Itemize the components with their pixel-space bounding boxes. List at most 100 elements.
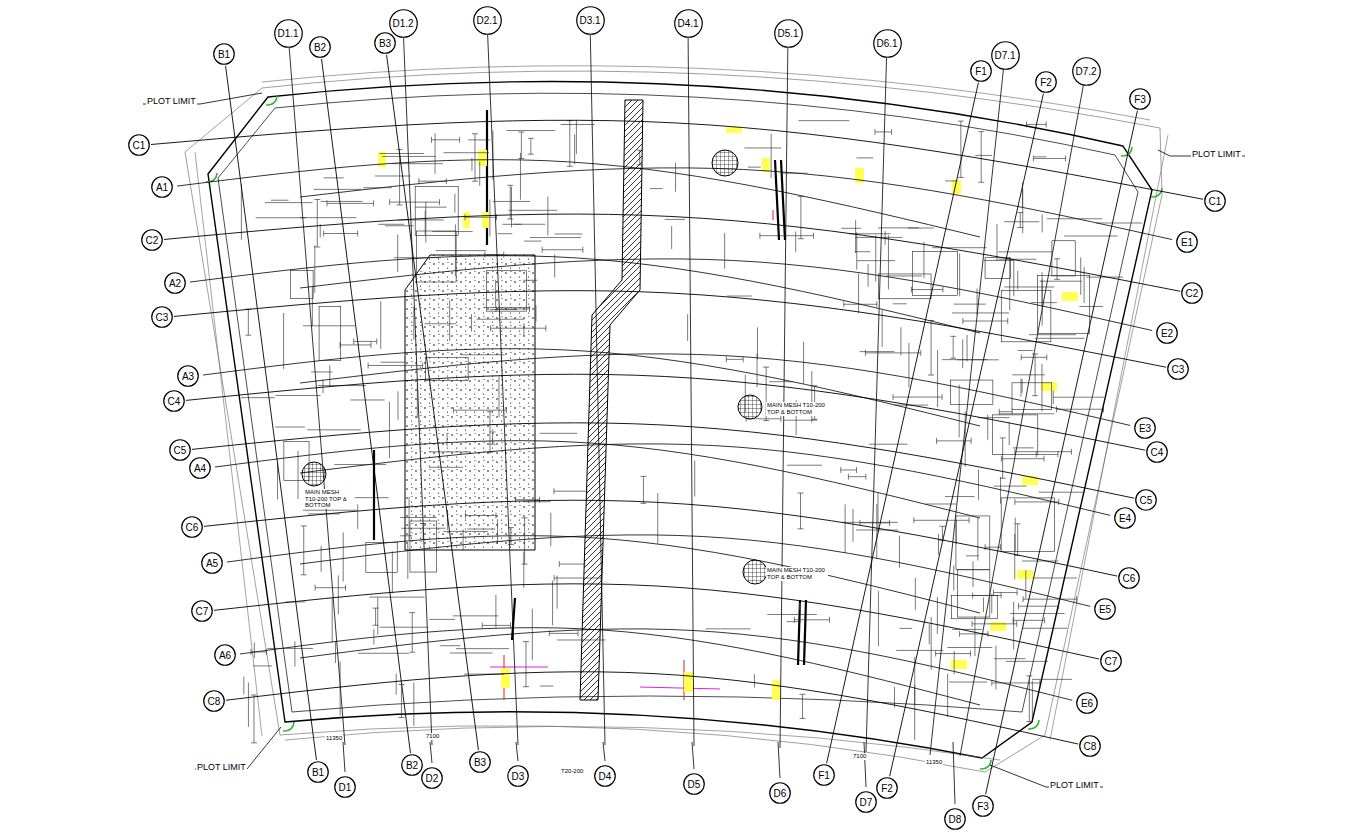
dimension-tick	[841, 467, 857, 473]
rebar-line	[744, 147, 781, 148]
rebar-line	[977, 289, 978, 315]
dimension-tick	[314, 199, 320, 247]
grid-label: D2.1	[476, 15, 497, 26]
yellow-mark	[1041, 382, 1057, 391]
grid-label: D2	[426, 773, 439, 784]
grid-bubble: C5	[169, 439, 191, 461]
rebar-line	[454, 410, 507, 411]
rebar-line	[419, 181, 447, 182]
rebar-line	[1018, 350, 1033, 351]
rebar-line	[868, 264, 869, 287]
bubble-circle	[1072, 57, 1100, 85]
grid-bubble: C4	[1146, 441, 1168, 463]
rebar-line	[425, 323, 457, 324]
grid-line	[430, 742, 432, 763]
grid-line	[300, 259, 1152, 331]
grid-bubble: B2	[401, 754, 423, 776]
grid-line	[960, 86, 1083, 756]
dimension-tick	[798, 493, 804, 529]
grid-bubble: D7	[855, 791, 877, 813]
dimension-tick	[914, 517, 969, 523]
rebar-line	[975, 155, 992, 156]
dimension-tick	[522, 518, 528, 564]
bubble-circle	[1135, 418, 1156, 439]
bubble-circle	[945, 809, 966, 830]
rebar-line	[639, 150, 640, 165]
plot-limit-line	[185, 71, 1162, 772]
rebar-line	[1010, 613, 1065, 614]
grid-label: E1	[1181, 237, 1193, 248]
note-text: 7100	[852, 753, 867, 760]
rebar-line	[300, 217, 357, 218]
grid-bubble: F2	[876, 777, 898, 799]
rebar-line	[974, 616, 975, 656]
rebar-line	[510, 528, 511, 545]
rebar-line	[802, 694, 803, 718]
rebar-line	[429, 467, 463, 468]
dimension-tick	[637, 150, 643, 165]
rebar-line	[547, 197, 548, 236]
grid-bubble: C2	[1181, 282, 1203, 304]
grid-label: B3	[379, 38, 391, 49]
bubble-circle	[595, 766, 616, 787]
rebar-line	[396, 674, 397, 695]
rebar-line	[993, 592, 1017, 593]
grid-label: D1.1	[277, 28, 298, 39]
rebar-line	[1056, 409, 1103, 410]
rebar-line	[241, 397, 275, 398]
rebar-line	[484, 307, 529, 308]
dimension-tick	[549, 630, 578, 636]
grid-bubble: A3	[177, 365, 199, 387]
grid-label: B1	[312, 767, 324, 778]
bubble-circle	[402, 755, 423, 776]
rebar-line	[1009, 257, 1010, 310]
rebar-line	[557, 639, 606, 640]
rebar-line	[323, 380, 324, 393]
dimension-tick	[301, 526, 307, 575]
grid-line	[343, 742, 345, 772]
dimension-tick	[865, 350, 920, 356]
rebar-line	[559, 564, 584, 565]
rebar-line	[899, 536, 900, 568]
slab-inner-edge	[218, 93, 1138, 712]
rebar-line	[959, 385, 960, 438]
rebar-line	[1080, 257, 1081, 294]
grid-label: E2	[1161, 328, 1173, 339]
dimension-tick	[485, 252, 504, 258]
rebar-line	[382, 156, 436, 157]
grid-label: D7.2	[1075, 66, 1096, 77]
rebar-line	[1020, 378, 1021, 396]
rebar-line	[271, 200, 288, 201]
dimension-tick	[1015, 499, 1059, 505]
grid-bubble: D2.1	[473, 6, 502, 35]
rebar-line	[373, 629, 374, 644]
rebar-line	[1057, 259, 1058, 280]
rebar-line	[896, 650, 943, 651]
rebar-line	[1042, 272, 1043, 307]
rebar-line	[1019, 606, 1059, 607]
rebar-line	[1029, 334, 1076, 335]
bubble-circle	[182, 517, 203, 538]
grid-label: C1	[1209, 196, 1222, 207]
rebar-line	[977, 518, 978, 560]
grid-line	[227, 536, 980, 613]
grid-bubble: D6.1	[873, 29, 902, 58]
yellow-mark	[951, 660, 967, 669]
rebar-line	[490, 309, 517, 310]
rebar-line	[283, 313, 284, 369]
rebar-line	[549, 633, 578, 634]
dimension-tick	[1015, 524, 1021, 556]
plot-corner-mark	[1144, 179, 1162, 197]
dimension-tick	[1013, 617, 1044, 623]
grid-bubble: E1	[1176, 231, 1198, 253]
grid-line	[214, 584, 1099, 659]
rebar-line	[455, 224, 456, 276]
grid-bubble: D3	[507, 765, 529, 787]
rebar-line	[875, 235, 876, 281]
dimension-tick	[911, 287, 943, 293]
dimension-tick	[992, 680, 1040, 686]
grid-bubble: C8	[203, 690, 225, 712]
bubble-circle	[190, 458, 211, 479]
rebar-line	[1036, 454, 1058, 455]
grid-bubble: F3	[1129, 88, 1151, 110]
